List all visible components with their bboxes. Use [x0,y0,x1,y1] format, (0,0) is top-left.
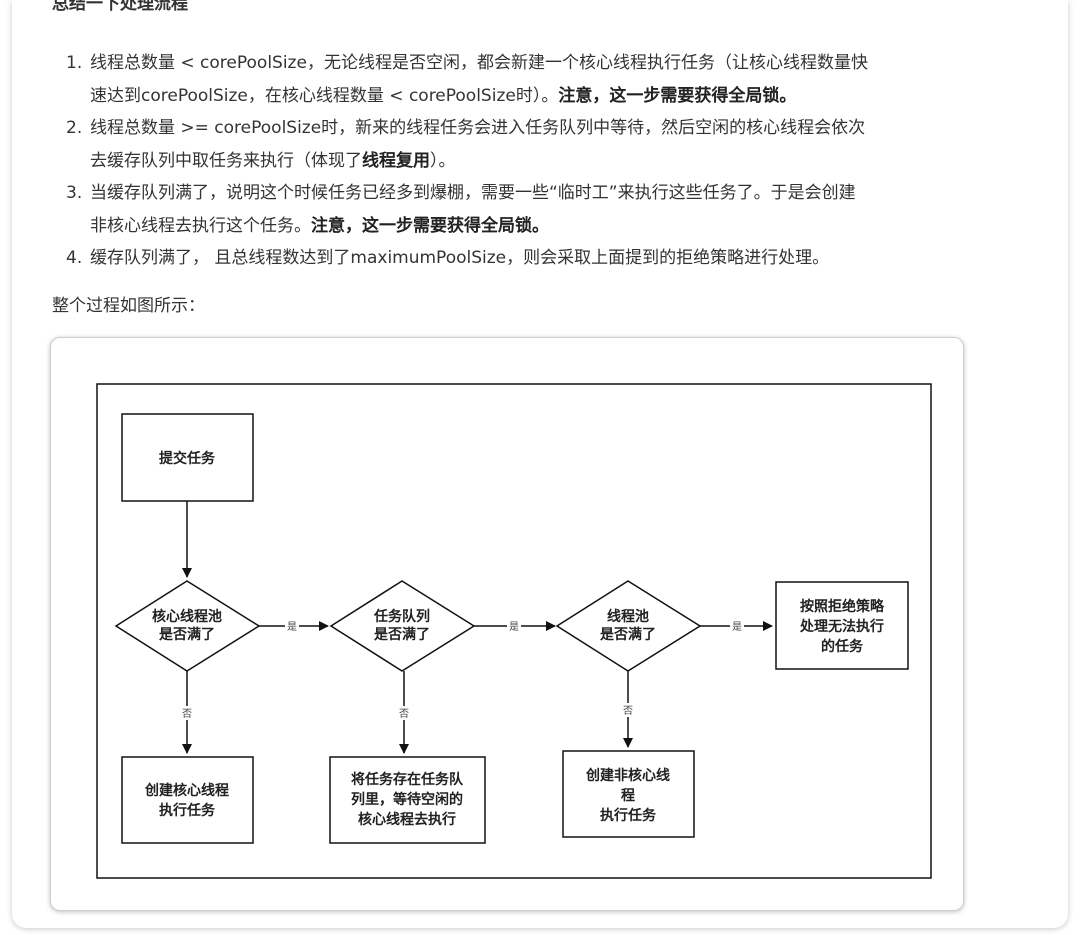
yes-label: 是 [287,621,297,633]
step-line: 线程总数量 >= corePoolSize时，新来的线程任务会进入任务队列中等待… [90,118,866,138]
create-noncore-label-1: 创建非核心线 [585,767,670,784]
create-noncore-label-2: 程 [621,788,635,804]
step-line: 去缓存队列中取任务来执行（体现了线程复用）。 [90,151,456,171]
bold-note: 注意，这一步需要获得全局锁。 [558,86,797,106]
step-line: 当缓存队列满了，说明这个时候任务已经多到爆棚，需要一些“临时工”来执行这些任务了… [90,183,856,203]
list-item: 1. 线程总数量 < corePoolSize，无论线程是否空闲，都会新建一个核… [0,47,1080,112]
section-heading: 总结一下处理流程 [52,0,188,14]
step-line: 缓存队列满了， 且总线程数达到了maximumPoolSize，则会采取上面提到… [90,248,830,268]
reject-label-3: 的任务 [821,638,864,655]
create-core-thread-box [121,756,254,844]
enqueue-label-1: 将任务存在任务队 [351,771,464,788]
queue-label-2: 是否满了 [374,626,430,643]
step-number: 4. [66,248,83,268]
yes-label: 是 [509,621,519,633]
step-number: 3. [66,183,83,203]
core-pool-label-2: 是否满了 [159,626,215,643]
enqueue-label-2: 列里，等待空闲的 [351,791,463,808]
no-label: 否 [399,708,409,720]
submit-task-label: 提交任务 [159,450,216,467]
submit-task-box [121,413,254,502]
pool-label-2: 是否满了 [600,626,656,643]
step-line: 线程总数量 < corePoolSize，无论线程是否空闲，都会新建一个核心线程… [90,53,868,73]
reject-label-2: 处理无法执行 [799,618,884,635]
enqueue-label-3: 核心线程去执行 [358,811,456,828]
list-item: 3. 当缓存队列满了，说明这个时候任务已经多到爆棚，需要一些“临时工”来执行这些… [0,177,1080,242]
create-noncore-thread-box [562,750,695,838]
reject-label-1: 按照拒绝策略 [800,598,885,615]
bold-note: 注意，这一步需要获得全局锁。 [311,216,549,236]
create-noncore-label-3: 执行任务 [600,807,657,824]
step-number: 1. [66,53,83,73]
queue-full-decision [329,580,476,672]
step-line: 非核心线程去执行这个任务。注意，这一步需要获得全局锁。 [90,216,549,236]
list-item: 2. 线程总数量 >= corePoolSize时，新来的线程任务会进入任务队列… [0,112,1080,177]
enqueue-task-box [329,756,486,844]
figure-intro: 整个过程如图所示： [52,296,205,316]
process-steps-list: 1. 线程总数量 < corePoolSize，无论线程是否空闲，都会新建一个核… [0,47,1080,276]
no-label: 否 [182,708,192,720]
reject-policy-box [775,581,909,670]
step-line: 速达到corePoolSize，在核心线程数量 < corePoolSize时）… [90,86,797,106]
pool-label-1: 线程池 [607,608,649,625]
create-core-label-2: 执行任务 [159,802,216,819]
create-core-label-1: 创建核心线程 [144,782,229,799]
no-label: 否 [623,705,633,717]
yes-label: 是 [732,621,742,633]
step-number: 2. [66,118,83,138]
core-pool-label-1: 核心线程池 [152,608,222,625]
bold-note: 线程复用 [362,151,430,171]
list-item: 4. 缓存队列满了， 且总线程数达到了maximumPoolSize，则会采取上… [0,242,1080,276]
queue-label-1: 任务队列 [373,608,430,625]
